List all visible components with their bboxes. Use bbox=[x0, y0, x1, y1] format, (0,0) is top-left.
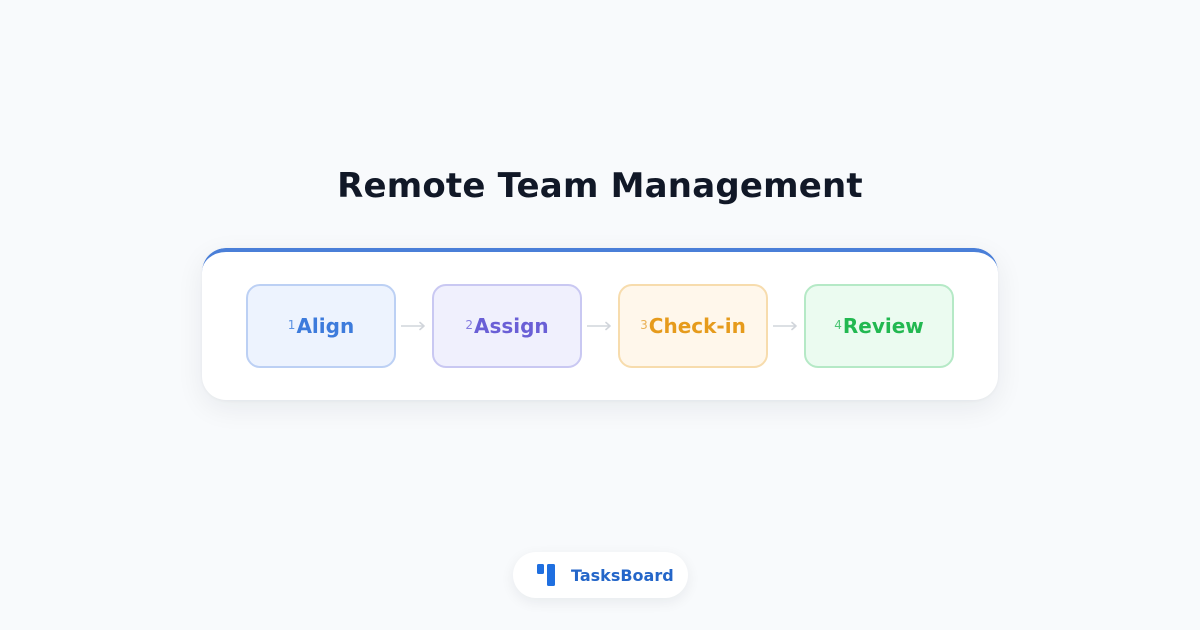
brand-name: TasksBoard bbox=[571, 565, 674, 585]
step-review: 4 Review bbox=[804, 284, 954, 368]
card-accent-bar bbox=[202, 248, 998, 274]
step-check-in: 3 Check-in bbox=[618, 284, 768, 368]
step-number: 4 bbox=[834, 318, 842, 332]
brand-badge: TasksBoard bbox=[513, 552, 688, 598]
page-title: Remote Team Management bbox=[337, 166, 863, 206]
arrow-right-icon bbox=[396, 284, 432, 368]
step-number: 1 bbox=[287, 318, 296, 332]
arrow-right-icon bbox=[582, 284, 618, 368]
tasksboard-logo-icon bbox=[537, 564, 555, 586]
workflow-steps: 1 Align 2 Assign 3 Check-in 4 Review bbox=[246, 284, 954, 368]
workflow-card: 1 Align 2 Assign 3 Check-in 4 Review bbox=[202, 248, 998, 400]
step-label: Assign bbox=[473, 314, 549, 338]
step-align: 1 Align bbox=[246, 284, 396, 368]
step-number: 2 bbox=[465, 318, 473, 332]
step-label: Check-in bbox=[648, 314, 746, 338]
step-label: Align bbox=[296, 314, 355, 338]
step-label: Review bbox=[842, 314, 924, 338]
step-number: 3 bbox=[640, 318, 648, 332]
step-assign: 2 Assign bbox=[432, 284, 582, 368]
arrow-right-icon bbox=[768, 284, 804, 368]
